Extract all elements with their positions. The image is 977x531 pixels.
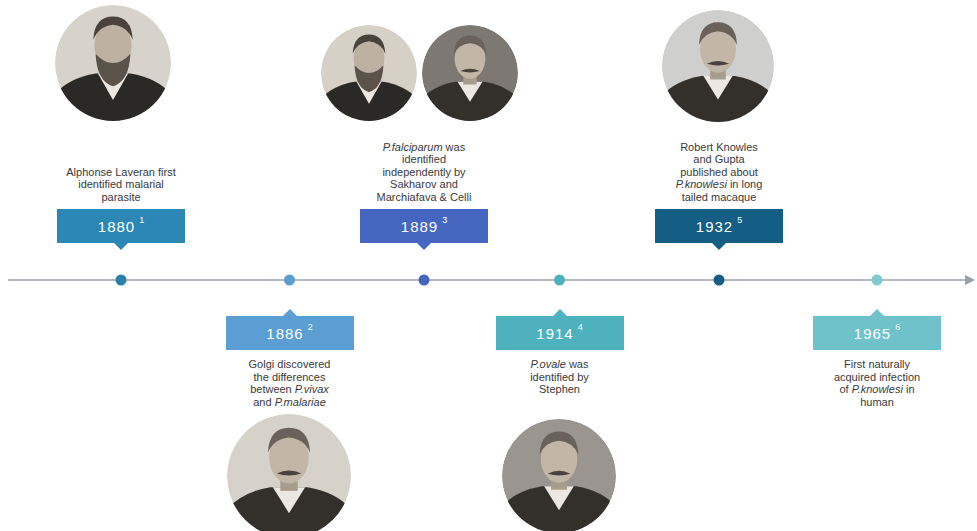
pointer-triangle xyxy=(283,309,297,316)
portrait-golgi xyxy=(221,414,357,531)
year-box: 1886 2 xyxy=(226,316,354,350)
year-box: 1965 6 xyxy=(813,316,941,350)
reference-number: 4 xyxy=(578,322,583,332)
event-description: P.ovale was identified by Stephen xyxy=(518,358,602,396)
pointer-triangle xyxy=(114,243,128,250)
event-description: Alphonse Laveran first identified malari… xyxy=(65,166,177,204)
timeline-dot xyxy=(284,275,295,286)
timeline-dot xyxy=(554,275,565,286)
year-label: 1914 xyxy=(536,325,573,342)
description-holder: P.ovale was identified by Stephen xyxy=(518,358,602,396)
axis-arrowhead xyxy=(965,275,975,285)
portrait-stephens xyxy=(496,419,621,531)
portrait-sakharov xyxy=(316,25,422,126)
description-holder: Golgi discovered the differences between… xyxy=(240,358,340,408)
year-label: 1965 xyxy=(854,325,891,342)
event-description: First naturally acquired infection of P.… xyxy=(832,358,922,408)
year-box: 1914 4 xyxy=(496,316,624,350)
timeline-dot xyxy=(872,275,883,286)
reference-number: 5 xyxy=(737,215,742,225)
reference-number: 1 xyxy=(139,215,144,225)
year-label: 1886 xyxy=(266,325,303,342)
pointer-triangle xyxy=(870,309,884,316)
portrait-marchiafava xyxy=(417,25,523,126)
event-description: Golgi discovered the differences between… xyxy=(240,358,340,408)
timeline-dot xyxy=(419,275,430,286)
year-label: 1889 xyxy=(401,218,438,235)
portrait-laveran xyxy=(49,5,177,127)
timeline-dot xyxy=(116,275,127,286)
description-holder: Alphonse Laveran first identified malari… xyxy=(65,166,177,204)
year-box: 1880 1 xyxy=(57,209,185,243)
reference-number: 2 xyxy=(308,322,313,332)
event-description: Robert Knowles and Gupta published about… xyxy=(671,141,767,204)
timeline-axis xyxy=(8,279,966,281)
pointer-triangle xyxy=(712,243,726,250)
description-holder: Robert Knowles and Gupta published about… xyxy=(671,141,767,204)
year-label: 1932 xyxy=(696,218,733,235)
description-holder: First naturally acquired infection of P.… xyxy=(832,358,922,408)
portrait-knowles xyxy=(656,10,779,128)
year-label: 1880 xyxy=(98,218,135,235)
reference-number: 6 xyxy=(895,322,900,332)
description-holder: P.falciparum was identified independentl… xyxy=(372,141,476,204)
year-box: 1932 5 xyxy=(655,209,783,243)
pointer-triangle xyxy=(553,309,567,316)
event-description: P.falciparum was identified independentl… xyxy=(372,141,476,204)
year-box: 1889 3 xyxy=(360,209,488,243)
pointer-triangle xyxy=(417,243,431,250)
reference-number: 3 xyxy=(442,215,447,225)
timeline-dot xyxy=(714,275,725,286)
